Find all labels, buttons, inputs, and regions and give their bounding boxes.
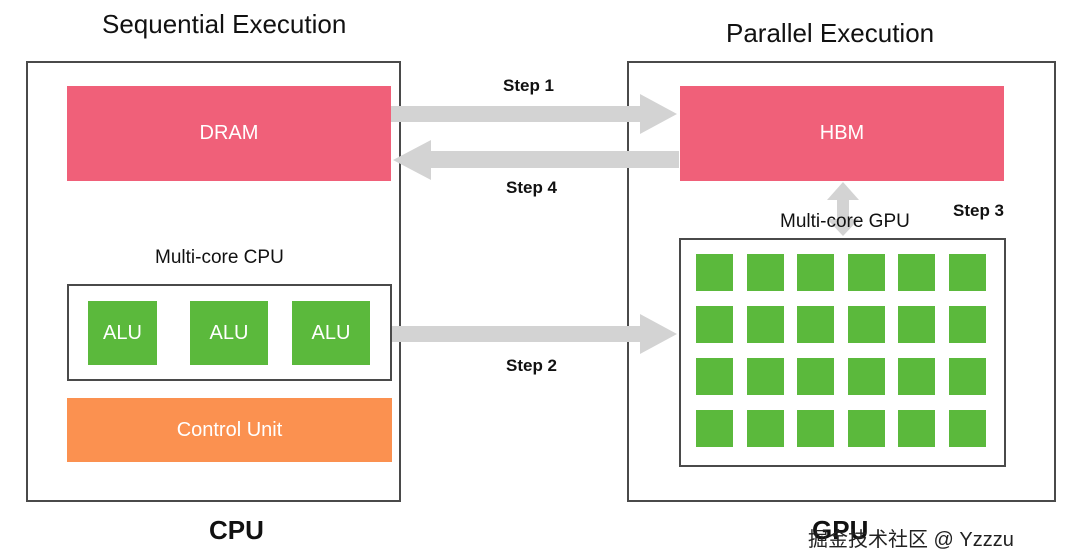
gpu-core bbox=[898, 306, 935, 343]
step1-arrow bbox=[391, 94, 677, 134]
step4-arrow bbox=[393, 140, 679, 180]
gpu-core bbox=[696, 410, 733, 447]
gpu-core bbox=[746, 358, 784, 395]
gpu-core bbox=[746, 254, 784, 291]
gpu-core bbox=[948, 306, 986, 343]
gpu-core bbox=[797, 306, 834, 343]
gpu-core bbox=[948, 254, 986, 291]
gpu-core bbox=[746, 306, 784, 343]
gpu-core-grid bbox=[696, 254, 991, 450]
gpu-core bbox=[948, 358, 986, 395]
multi-core-cpu-label: Multi-core CPU bbox=[155, 247, 284, 268]
gpu-core bbox=[696, 306, 733, 343]
alu-block-3: ALU bbox=[292, 301, 370, 365]
gpu-core bbox=[797, 410, 834, 447]
gpu-core bbox=[797, 358, 834, 395]
hbm-block: HBM bbox=[680, 86, 1004, 181]
sequential-execution-title: Sequential Execution bbox=[102, 9, 347, 39]
alu-block-1: ALU bbox=[88, 301, 157, 365]
watermark-text: 掘金技术社区 @ Yzzzu bbox=[808, 529, 1014, 551]
dram-block: DRAM bbox=[67, 86, 391, 181]
step2-label: Step 2 bbox=[506, 356, 558, 375]
gpu-caption: GPU bbox=[812, 515, 869, 545]
gpu-core bbox=[898, 410, 935, 447]
gpu-core bbox=[948, 410, 986, 447]
gpu-core bbox=[898, 358, 935, 395]
step3-arrow bbox=[827, 182, 859, 236]
step1-label: Step 1 bbox=[503, 76, 555, 95]
multi-core-gpu-label: Multi-core GPU bbox=[780, 211, 910, 232]
gpu-core bbox=[847, 410, 885, 447]
gpu-core bbox=[898, 254, 935, 291]
step2-arrow bbox=[392, 314, 677, 354]
gpu-core bbox=[696, 358, 733, 395]
cpu-caption: CPU bbox=[209, 515, 264, 545]
gpu-core bbox=[746, 410, 784, 447]
parallel-execution-title: Parallel Execution bbox=[726, 18, 935, 48]
alu-block-2: ALU bbox=[190, 301, 268, 365]
gpu-core bbox=[797, 254, 834, 291]
step3-label: Step 3 bbox=[953, 201, 1005, 220]
gpu-core bbox=[847, 254, 885, 291]
gpu-core bbox=[847, 306, 885, 343]
gpu-core bbox=[847, 358, 885, 395]
control-unit-block: Control Unit bbox=[67, 398, 392, 462]
gpu-core bbox=[696, 254, 733, 291]
step4-label: Step 4 bbox=[506, 178, 558, 197]
